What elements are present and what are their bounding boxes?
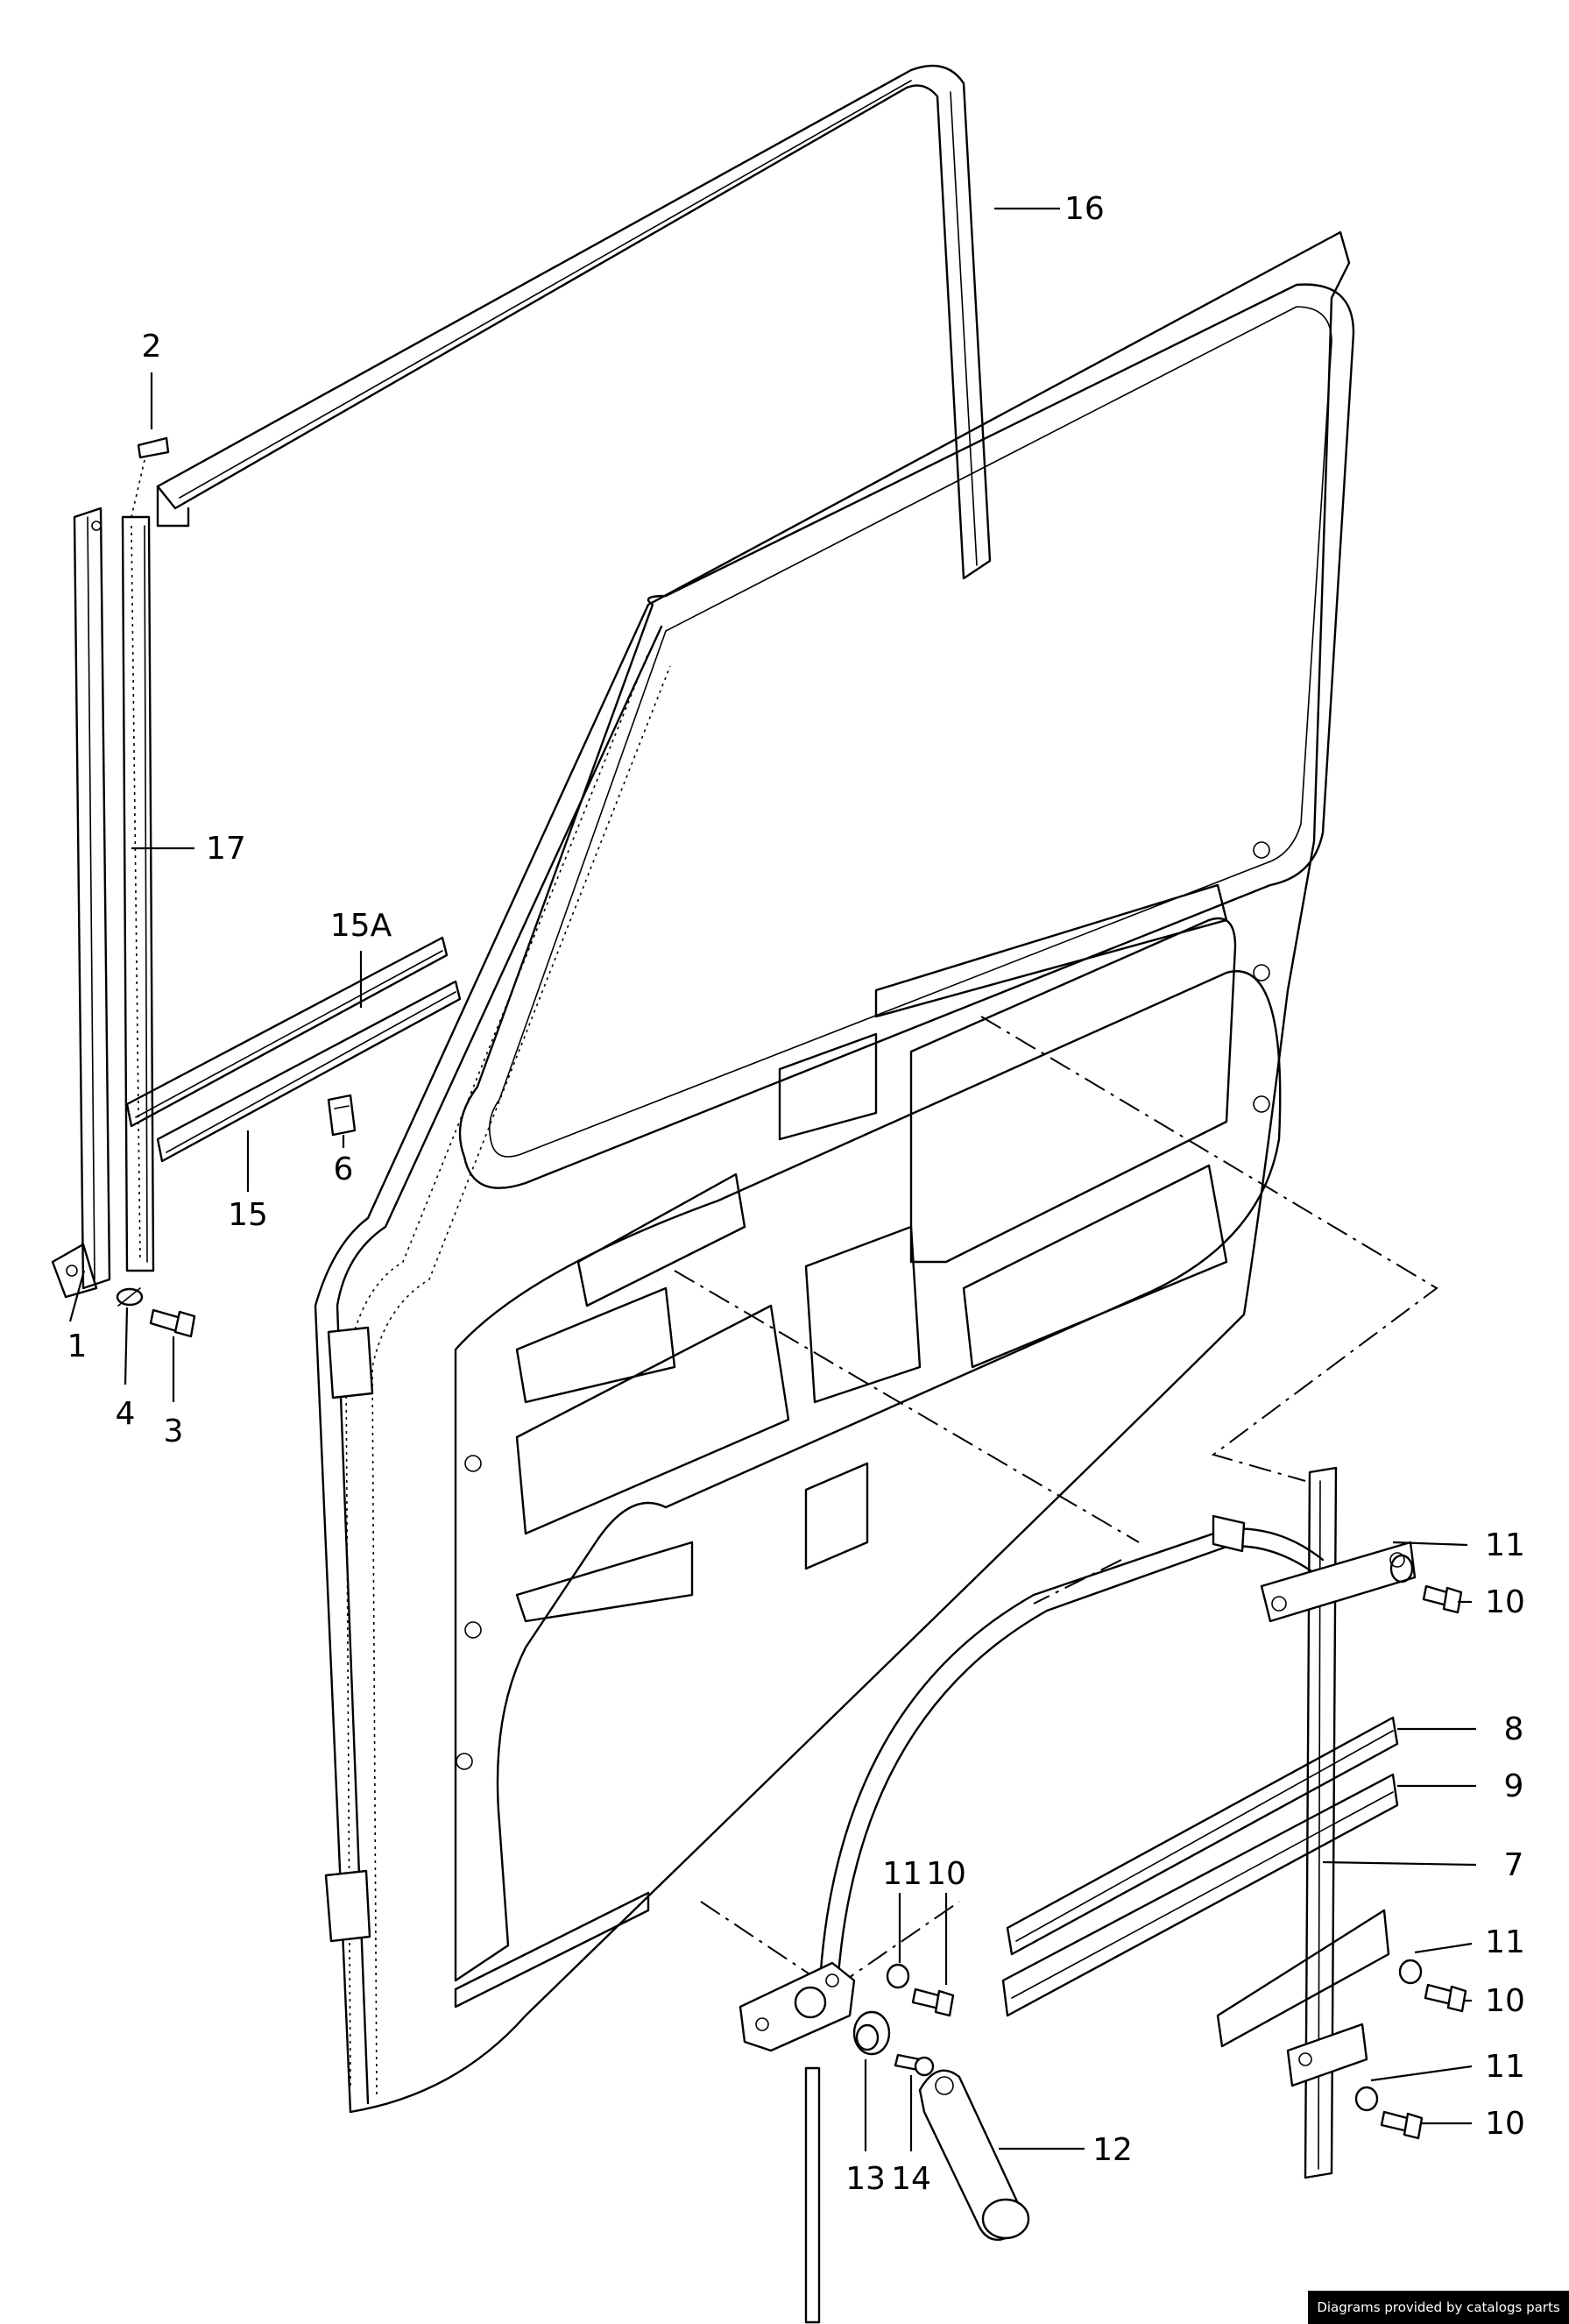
callout-6: 6 (334, 1151, 354, 1187)
carrier-bracket-lower (1286, 2023, 1368, 2087)
callout-11c: 11 (1485, 1924, 1525, 1960)
regulator-mechanism (739, 1961, 856, 2052)
window-channel-17 (121, 515, 155, 1272)
callout-11d: 11 (1485, 2049, 1525, 2085)
screw-2 (131, 436, 170, 518)
door-shell (314, 230, 1355, 2114)
callout-2: 2 (142, 329, 162, 365)
callout-1: 1 (67, 1329, 88, 1364)
callout-13: 13 (845, 2161, 886, 2197)
reference-lines (674, 1016, 1438, 1991)
callout-4: 4 (116, 1396, 136, 1432)
callout-9: 9 (1504, 1768, 1524, 1804)
bolt-10a (1422, 1584, 1463, 1614)
callout-8: 8 (1504, 1711, 1524, 1747)
bolt-10c (1424, 1983, 1467, 2013)
washer-11a (1389, 1554, 1414, 1584)
callout-3: 3 (164, 1414, 184, 1449)
window-crank-12 (918, 2069, 1030, 2241)
callout-16: 16 (1064, 191, 1105, 227)
window-frame-seal-16 (156, 64, 992, 580)
carrier-bracket-upper (1260, 1541, 1417, 1623)
waist-seal-15A (125, 936, 449, 1128)
callout-labels: 2 16 17 15A 15 6 1 4 3 11 10 8 9 7 11 10… (67, 191, 1525, 2197)
screw-14 (894, 2053, 935, 2077)
callout-10b: 10 (926, 1856, 966, 1892)
callout-7: 7 (1504, 1847, 1524, 1883)
glass-channel-9 (1001, 1773, 1399, 2017)
callout-15: 15 (228, 1197, 268, 1233)
callout-17: 17 (206, 831, 246, 867)
washer-4 (116, 1287, 144, 1307)
callout-10d: 10 (1485, 2106, 1525, 2142)
callout-15a: 15A (330, 908, 392, 944)
callout-11b: 11 (882, 1856, 922, 1892)
washer-11c (1398, 1959, 1423, 1985)
callout-14: 14 (891, 2161, 931, 2197)
washer-11b (886, 1963, 910, 1989)
footer-credit: Diagrams provided by catalogs parts (1308, 2291, 1569, 2324)
bushing-13 (852, 2010, 891, 2056)
callout-11a: 11 (1485, 1527, 1525, 1563)
washer-11d (1354, 2086, 1379, 2112)
bolt-10b (911, 1987, 955, 2017)
clip-6 (327, 1094, 357, 1137)
leader-lines (68, 207, 1477, 2151)
callout-12: 12 (1092, 2132, 1133, 2168)
callout-10c: 10 (1485, 1983, 1525, 2019)
waist-seal-15 (156, 980, 462, 1163)
bolt-10d (1380, 2110, 1424, 2140)
bolt-3 (149, 1308, 196, 1338)
glass-channel-8 (1006, 1716, 1399, 1956)
callout-10a: 10 (1485, 1584, 1525, 1620)
guide-rail-1 (51, 507, 111, 1299)
lift-plate (1216, 1909, 1390, 2048)
regulator-cable (804, 1514, 1325, 2324)
